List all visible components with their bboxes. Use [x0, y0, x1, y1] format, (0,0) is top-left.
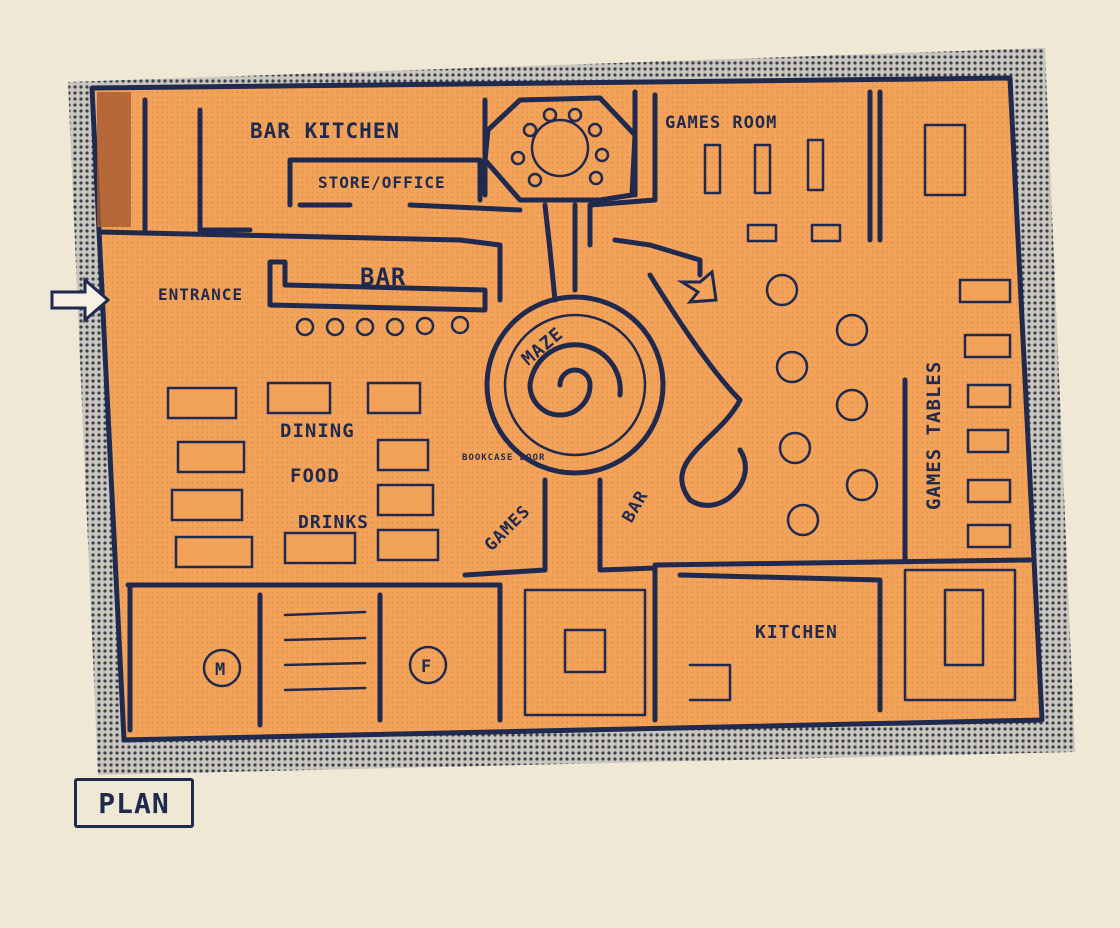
games-table-5	[810, 223, 842, 243]
games-table-1	[703, 143, 722, 195]
store-wall-2	[407, 202, 523, 213]
staircase	[283, 610, 367, 692]
outer-wall	[89, 75, 1045, 743]
kitchen-wall	[677, 572, 883, 713]
kitchen-right-room	[903, 568, 1017, 702]
hatched-block	[97, 92, 131, 227]
restroom-f-circle	[408, 645, 448, 685]
store-office-wall	[287, 157, 483, 208]
label-dining: DINING	[280, 420, 355, 442]
label-bar-kitchen: BAR KITCHEN	[250, 119, 400, 143]
entrance-arrow-icon	[50, 276, 111, 324]
games-table-2	[753, 143, 772, 195]
top-corridor-wall	[97, 229, 503, 303]
label-store-office: STORE/OFFICE	[318, 173, 446, 192]
south-corridor-wall-1	[462, 477, 548, 578]
kitchen-right-inner	[943, 588, 985, 667]
octagon-chairs	[510, 107, 610, 188]
label-games-tables: GAMES TABLES	[923, 361, 945, 510]
games-side-tables	[958, 278, 1012, 549]
restroom-m-circle	[202, 648, 242, 688]
lower-center-room	[523, 588, 647, 717]
floor-area	[95, 80, 1040, 738]
plan-label: PLAN	[74, 778, 194, 828]
games-table-3	[806, 138, 825, 192]
maze-north-wall-1	[542, 202, 558, 303]
kitchen-inner	[688, 663, 732, 702]
label-bar: BAR	[360, 263, 406, 291]
label-bookcase-door: BOOKCASE DOOR	[462, 453, 545, 463]
south-corridor-wall-2	[597, 477, 658, 723]
bar-counter	[267, 259, 488, 313]
label-restroom-f: F	[421, 657, 432, 677]
games-table-4	[746, 223, 778, 243]
label-entrance: ENTRANCE	[158, 285, 243, 304]
maze-outer	[484, 294, 666, 476]
bar-kitchen-wall	[197, 107, 253, 233]
swoosh-shape	[647, 272, 748, 508]
bar-stools	[295, 315, 470, 337]
label-food: FOOD	[290, 465, 340, 487]
label-drinks: DRINKS	[298, 512, 369, 533]
label-restroom-m: M	[215, 660, 226, 680]
round-table-top	[530, 118, 590, 178]
maze-east-wall	[612, 237, 703, 278]
round-tables	[765, 273, 879, 537]
games-room-wall	[587, 92, 658, 248]
small-room	[923, 123, 967, 197]
right-lower-wall	[652, 557, 1033, 568]
dining-tables	[166, 381, 440, 569]
direction-arrow-icon	[676, 269, 718, 304]
lower-center-inner	[563, 628, 607, 674]
maze-inner	[503, 313, 647, 457]
label-kitchen: KITCHEN	[755, 622, 838, 643]
label-games-room: GAMES ROOM	[665, 113, 777, 133]
octagon-room	[482, 95, 638, 203]
maze-spiral	[527, 342, 623, 418]
